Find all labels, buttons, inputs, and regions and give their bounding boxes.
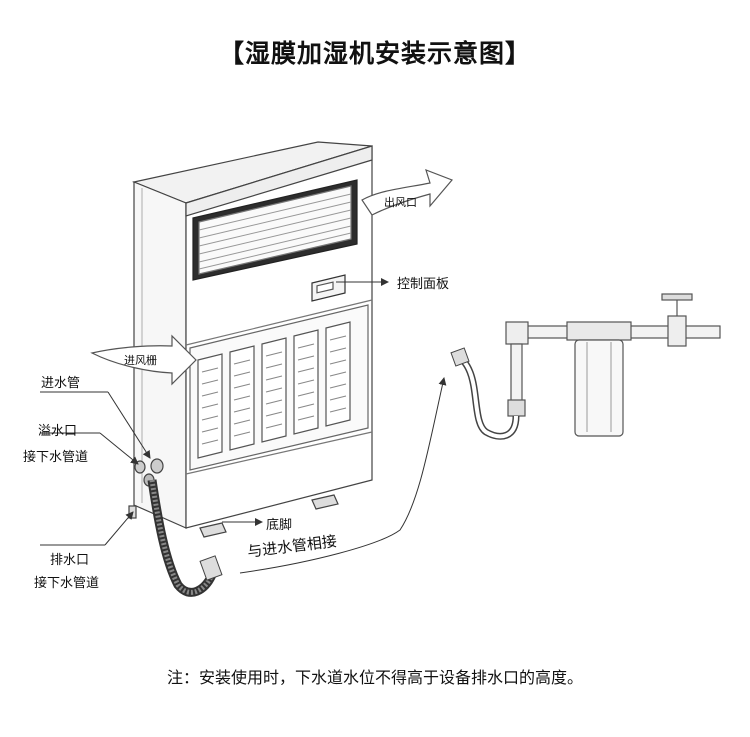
water-supply-pipe <box>505 293 721 437</box>
braided-hose <box>147 479 223 597</box>
humidifier-unit <box>128 141 373 538</box>
page-title: 【湿膜加湿机安装示意图】 <box>218 39 531 68</box>
air-inlet-grille-label: 进风栅 <box>124 353 157 367</box>
overflow-port-label: 溢水口 <box>38 424 78 439</box>
footer-note: 注：安装使用时，下水道水位不得高于设备排水口的高度。 <box>166 668 583 687</box>
flexible-hose <box>450 347 520 440</box>
airflow-in-arrow <box>90 334 197 386</box>
base-feet-label: 底脚 <box>266 518 293 533</box>
control-panel-label: 控制面板 <box>397 277 450 292</box>
air-outlet-label: 出风口 <box>384 195 417 209</box>
airflow-out-arrow <box>361 168 454 216</box>
overflow-note-label: 接下水管道 <box>23 450 89 465</box>
drain-port-label: 排水口 <box>50 553 90 568</box>
water-inlet-pipe-label: 进水管 <box>41 376 81 391</box>
drain-note-label: 接下水管道 <box>34 576 100 591</box>
